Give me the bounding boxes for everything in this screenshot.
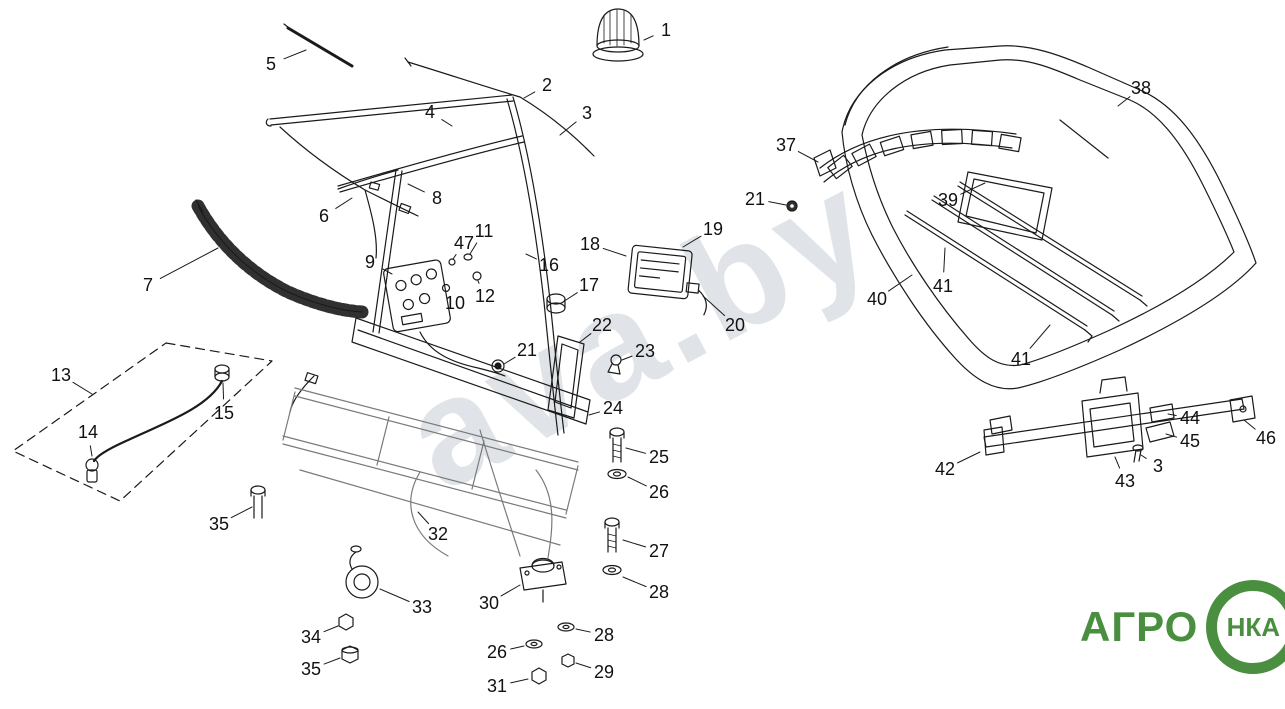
callout-25: 25 (648, 447, 670, 467)
callout-13: 13 (50, 365, 72, 385)
callout-3: 3 (581, 103, 593, 123)
roof-panel-assembly-drawing (786, 45, 1257, 463)
callout-20: 20 (724, 315, 746, 335)
antenna-rod-drawing (283, 23, 354, 68)
grommet-17-drawing (546, 293, 566, 314)
roof-rods-drawing (904, 119, 1148, 343)
callout-40: 40 (866, 289, 888, 309)
callout-26: 26 (486, 642, 508, 662)
callout-8: 8 (431, 188, 443, 208)
brand-logo: АГРО НКА (1080, 580, 1285, 674)
front-vent-band-drawing (813, 128, 1022, 183)
callout-39: 39 (937, 190, 959, 210)
callout-38: 38 (1130, 78, 1152, 98)
fasteners-bottom-drawing (250, 485, 575, 685)
callout-15: 15 (213, 403, 235, 423)
callout-19: 19 (702, 219, 724, 239)
callout-6: 6 (318, 206, 330, 226)
control-panel-drawing (383, 259, 451, 333)
control-module-drawing (627, 244, 707, 316)
callout-42: 42 (934, 459, 956, 479)
callout-11: 11 (474, 221, 494, 241)
brand-logo-ring-text: НКА (1226, 611, 1280, 642)
callout-24: 24 (602, 398, 624, 418)
lower-rail-drawing (289, 317, 622, 425)
callout-43: 43 (1114, 471, 1136, 491)
callout-14: 14 (77, 422, 99, 442)
roof-grommet-drawing (786, 200, 798, 212)
corrugated-conduit-drawing (191, 199, 369, 319)
callout-4: 4 (424, 102, 436, 122)
option-cable-drawing (12, 342, 273, 502)
callout-46: 46 (1255, 428, 1277, 448)
callout-35: 35 (300, 659, 322, 679)
callout-2: 2 (541, 75, 553, 95)
callout-16: 16 (538, 255, 560, 275)
callout-7: 7 (142, 275, 154, 295)
callout-37: 37 (775, 135, 797, 155)
callout-31: 31 (486, 676, 508, 696)
callout-27: 27 (648, 541, 670, 561)
callout-29: 29 (593, 662, 615, 682)
rear-rail-drawing (983, 376, 1256, 463)
callout-17: 17 (578, 275, 600, 295)
beacon-lamp-drawing (592, 8, 644, 62)
callout-26: 26 (648, 482, 670, 502)
callout-1: 1 (660, 20, 672, 40)
callout-22: 22 (591, 315, 613, 335)
callout-41: 41 (1010, 349, 1032, 369)
fasteners-right-drawing (602, 427, 627, 576)
callout-3: 3 (1152, 456, 1164, 476)
cab-frame-assembly-drawing (12, 8, 707, 685)
small-hardware-drawing (441, 253, 482, 293)
callout-44: 44 (1179, 408, 1201, 428)
callout-leader-lines (72, 35, 1256, 684)
wiring-harness-drawing (279, 126, 419, 259)
callout-10: 10 (444, 293, 466, 313)
callout-12: 12 (474, 286, 496, 306)
brand-logo-ring: НКА (1206, 580, 1285, 674)
callout-34: 34 (300, 627, 322, 647)
callout-45: 45 (1179, 431, 1201, 451)
horn-drawing (345, 545, 379, 599)
callout-28: 28 (648, 582, 670, 602)
callout-41: 41 (932, 276, 954, 296)
callout-9: 9 (364, 252, 376, 272)
callout-21: 21 (516, 340, 538, 360)
callout-30: 30 (478, 593, 500, 613)
callout-5: 5 (265, 54, 277, 74)
brand-logo-text: АГРО (1080, 603, 1199, 650)
callout-18: 18 (579, 234, 601, 254)
callout-35: 35 (208, 514, 230, 534)
callout-28: 28 (593, 625, 615, 645)
callout-47: 47 (453, 233, 475, 253)
callout-23: 23 (634, 341, 656, 361)
callout-21: 21 (744, 189, 766, 209)
callout-33: 33 (411, 597, 433, 617)
cab-frame-tubes-drawing (265, 94, 565, 436)
sub-frame-drawing (282, 387, 579, 559)
vibration-mount-drawing (519, 557, 567, 603)
callout-32: 32 (427, 524, 449, 544)
roof-hatch-drawing (957, 171, 1053, 241)
